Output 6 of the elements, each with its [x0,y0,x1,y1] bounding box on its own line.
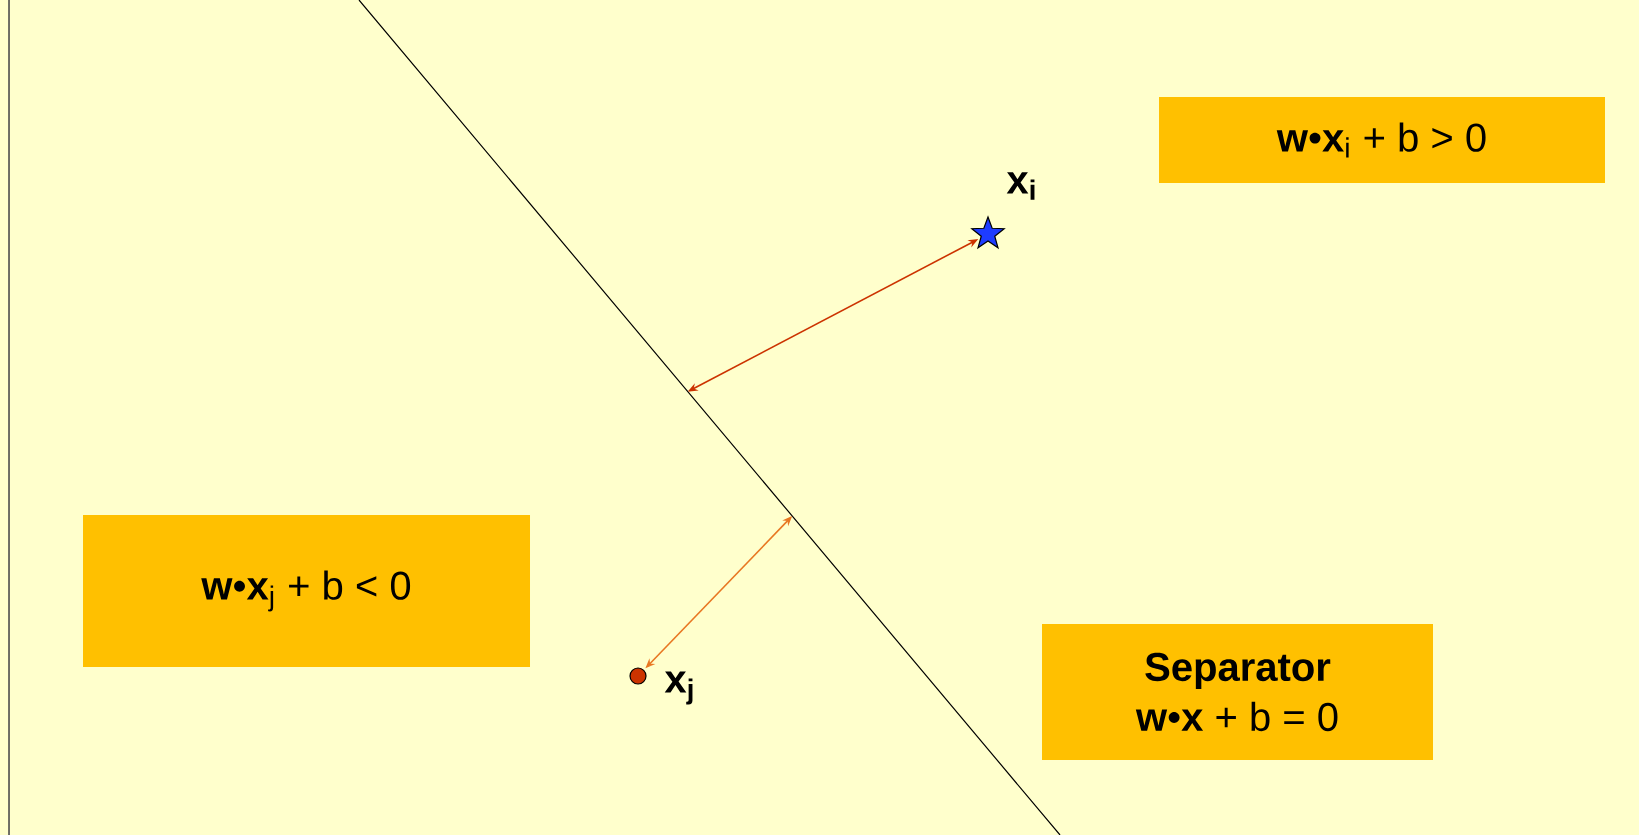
formula-box: Separator w•x + b = 0 [1042,624,1433,760]
formula-box: w•x$_{i}$ + b > 0 [1159,97,1605,183]
point-label: x$_{j}$ [664,671,693,705]
separator-line [358,0,1061,835]
formula-box: w•x$_{j}$ + b < 0 [83,515,530,667]
point-label: x$_{i}$ [1006,172,1035,200]
